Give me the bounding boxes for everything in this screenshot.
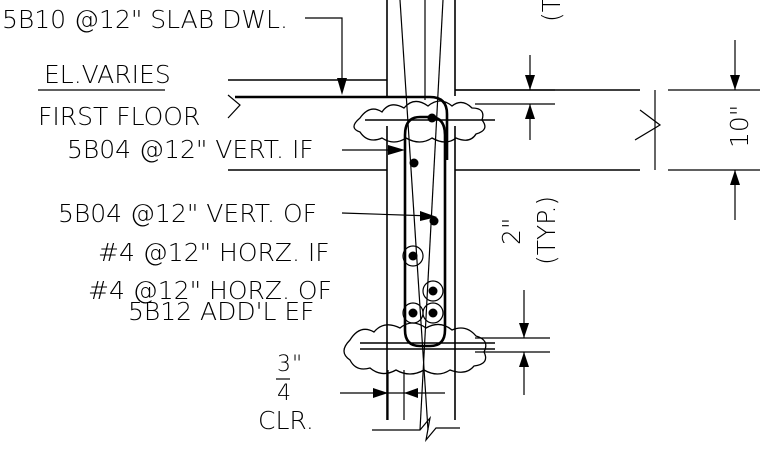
leader-lines [305,17,437,221]
dimension-2in [455,55,555,395]
label-top-typ: (T [537,0,566,22]
slab-dowel-bar [235,95,449,160]
label-clr-numerator: 3 [277,352,291,377]
label-typ: (TYP.) [532,196,561,265]
label-dim-10in: 10" [725,105,754,148]
break-line-bottom [372,415,460,443]
label-slab-dowel: 5B10 @12" SLAB DWL. [2,5,288,34]
revision-cloud-bottom [343,322,495,375]
label-clr-denominator: 4 [277,381,291,406]
rebar-dots [402,113,444,324]
label-dim-2in: 2" [497,218,526,245]
label-vert-if: 5B04 @12" VERT. IF [67,135,314,164]
label-horz-if: #4 @12" HORZ. IF [98,238,330,267]
label-horz-of: #4 @12" HORZ. OF [88,276,332,305]
label-addl: 5B12 ADD'L EF [128,297,315,326]
revision-cloud-top [353,100,495,143]
label-clr-quote: " [292,352,302,377]
label-clr: CLR. [258,406,314,435]
label-vert-of: 5B04 @12" VERT. OF [58,199,317,228]
vertical-u-bar [403,115,447,348]
dimension-10in [668,40,760,220]
label-elevation: EL.VARIES [44,60,171,89]
dimension-clear [276,370,445,420]
label-first-floor: FIRST FLOOR [38,102,200,131]
